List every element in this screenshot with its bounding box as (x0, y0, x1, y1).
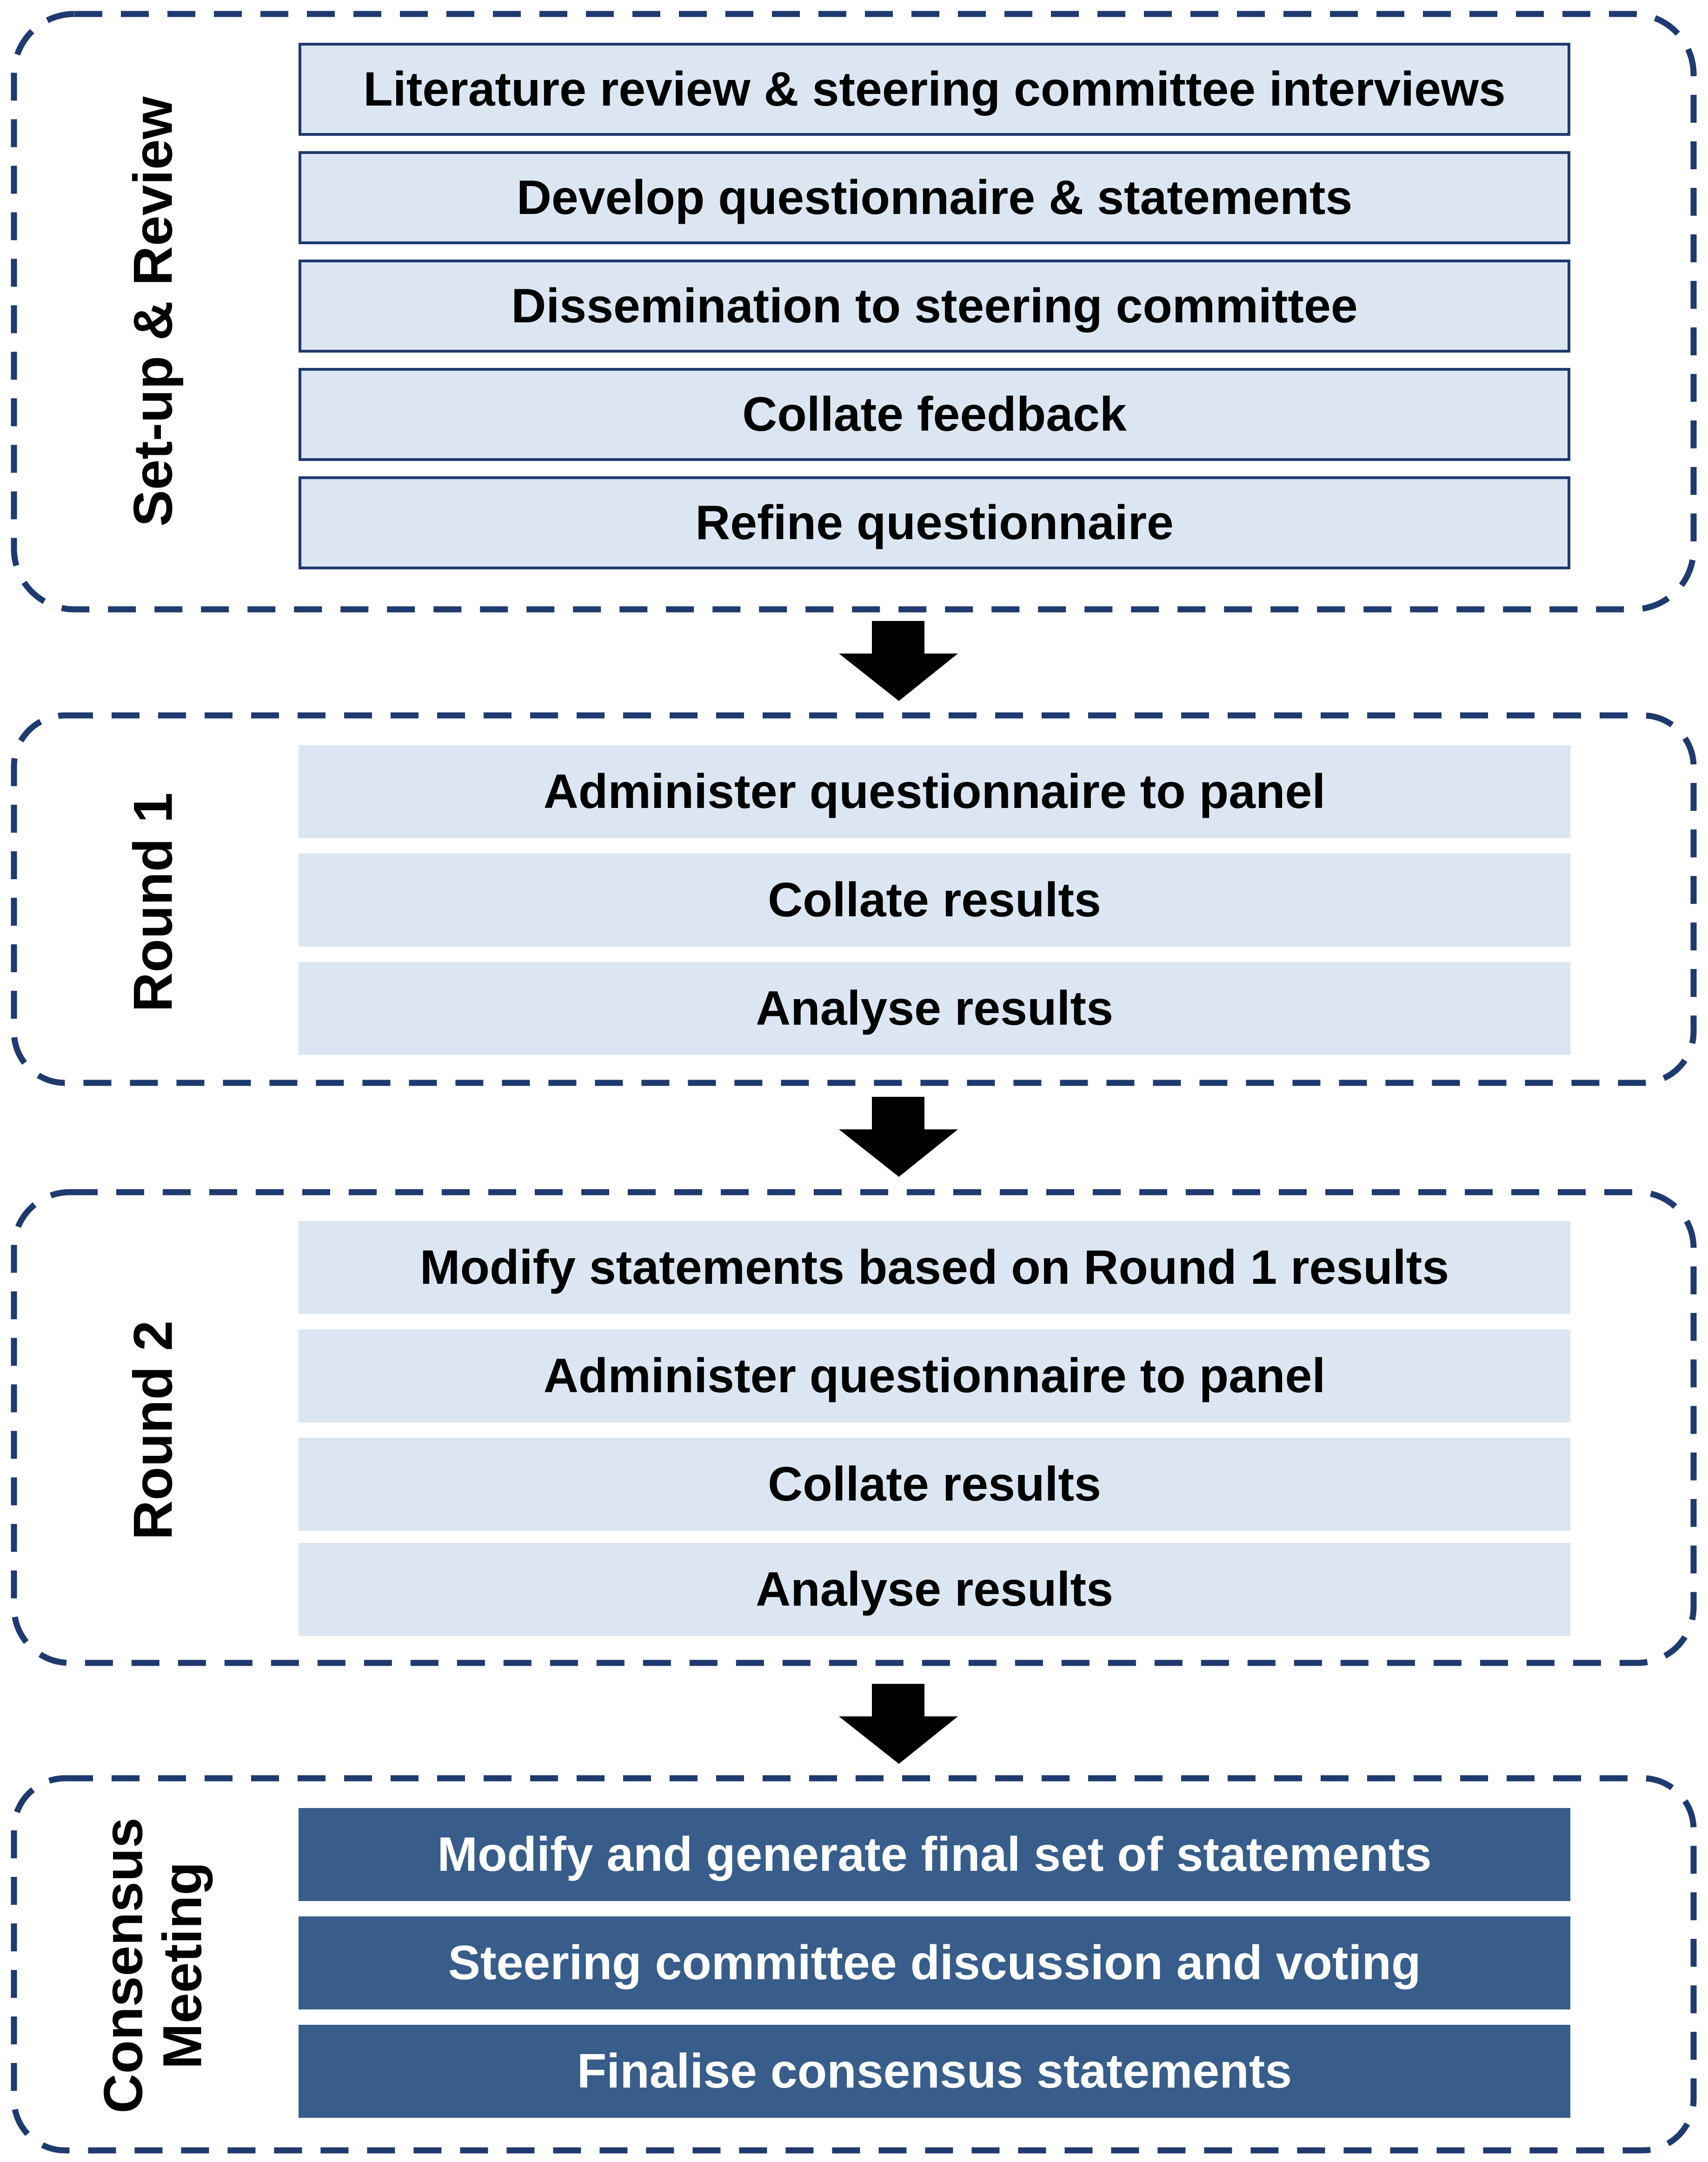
stage-label-text: Round 2 (122, 1321, 184, 1540)
stage-consensus-meeting-border (11, 1775, 1697, 2154)
stage-label-text: Set-up & Review (122, 96, 184, 527)
stage-consensus-meeting-label: Consensus Meeting (56, 1782, 251, 2149)
step-dissemination: Dissemination to steering committee (299, 260, 1570, 353)
stage-round-1-border (11, 712, 1697, 1086)
step-modify-generate-final: Modify and generate final set of stateme… (299, 1808, 1570, 1901)
step-steering-discussion: Steering committee discussion and voting (299, 1916, 1570, 2009)
step-develop-questionnaire: Develop questionnaire & statements (299, 151, 1570, 244)
step-collate-results: Collate results (299, 854, 1570, 947)
step-analyse-results: Analyse results (299, 962, 1570, 1055)
down-arrow-icon (839, 1097, 958, 1177)
stage-round-2-label: Round 2 (56, 1202, 251, 1658)
step-literature-review: Literature review & steering committee i… (299, 43, 1570, 136)
down-arrow-icon (839, 621, 958, 701)
step-administer-questionnaire: Administer questionnaire to panel (299, 745, 1570, 838)
step-analyse-results: Analyse results (299, 1543, 1570, 1636)
down-arrow-icon (839, 1684, 958, 1764)
step-administer-questionnaire: Administer questionnaire to panel (299, 1329, 1570, 1422)
stage-label-text: Meeting (152, 1862, 214, 2069)
stage-setup-review-border (11, 11, 1697, 613)
stage-label-text: Round 1 (122, 793, 184, 1012)
stage-label-text: Consensus (93, 1817, 154, 2114)
step-finalise-statements: Finalise consensus statements (299, 2025, 1570, 2118)
stage-setup-review-label: Set-up & Review (56, 23, 251, 600)
step-refine-questionnaire: Refine questionnaire (299, 476, 1570, 569)
step-collate-feedback: Collate feedback (299, 368, 1570, 461)
stage-round-1-label: Round 1 (56, 726, 251, 1079)
step-modify-statements: Modify statements based on Round 1 resul… (299, 1221, 1570, 1314)
stage-round-2-border (11, 1189, 1697, 1666)
step-collate-results: Collate results (299, 1438, 1570, 1531)
